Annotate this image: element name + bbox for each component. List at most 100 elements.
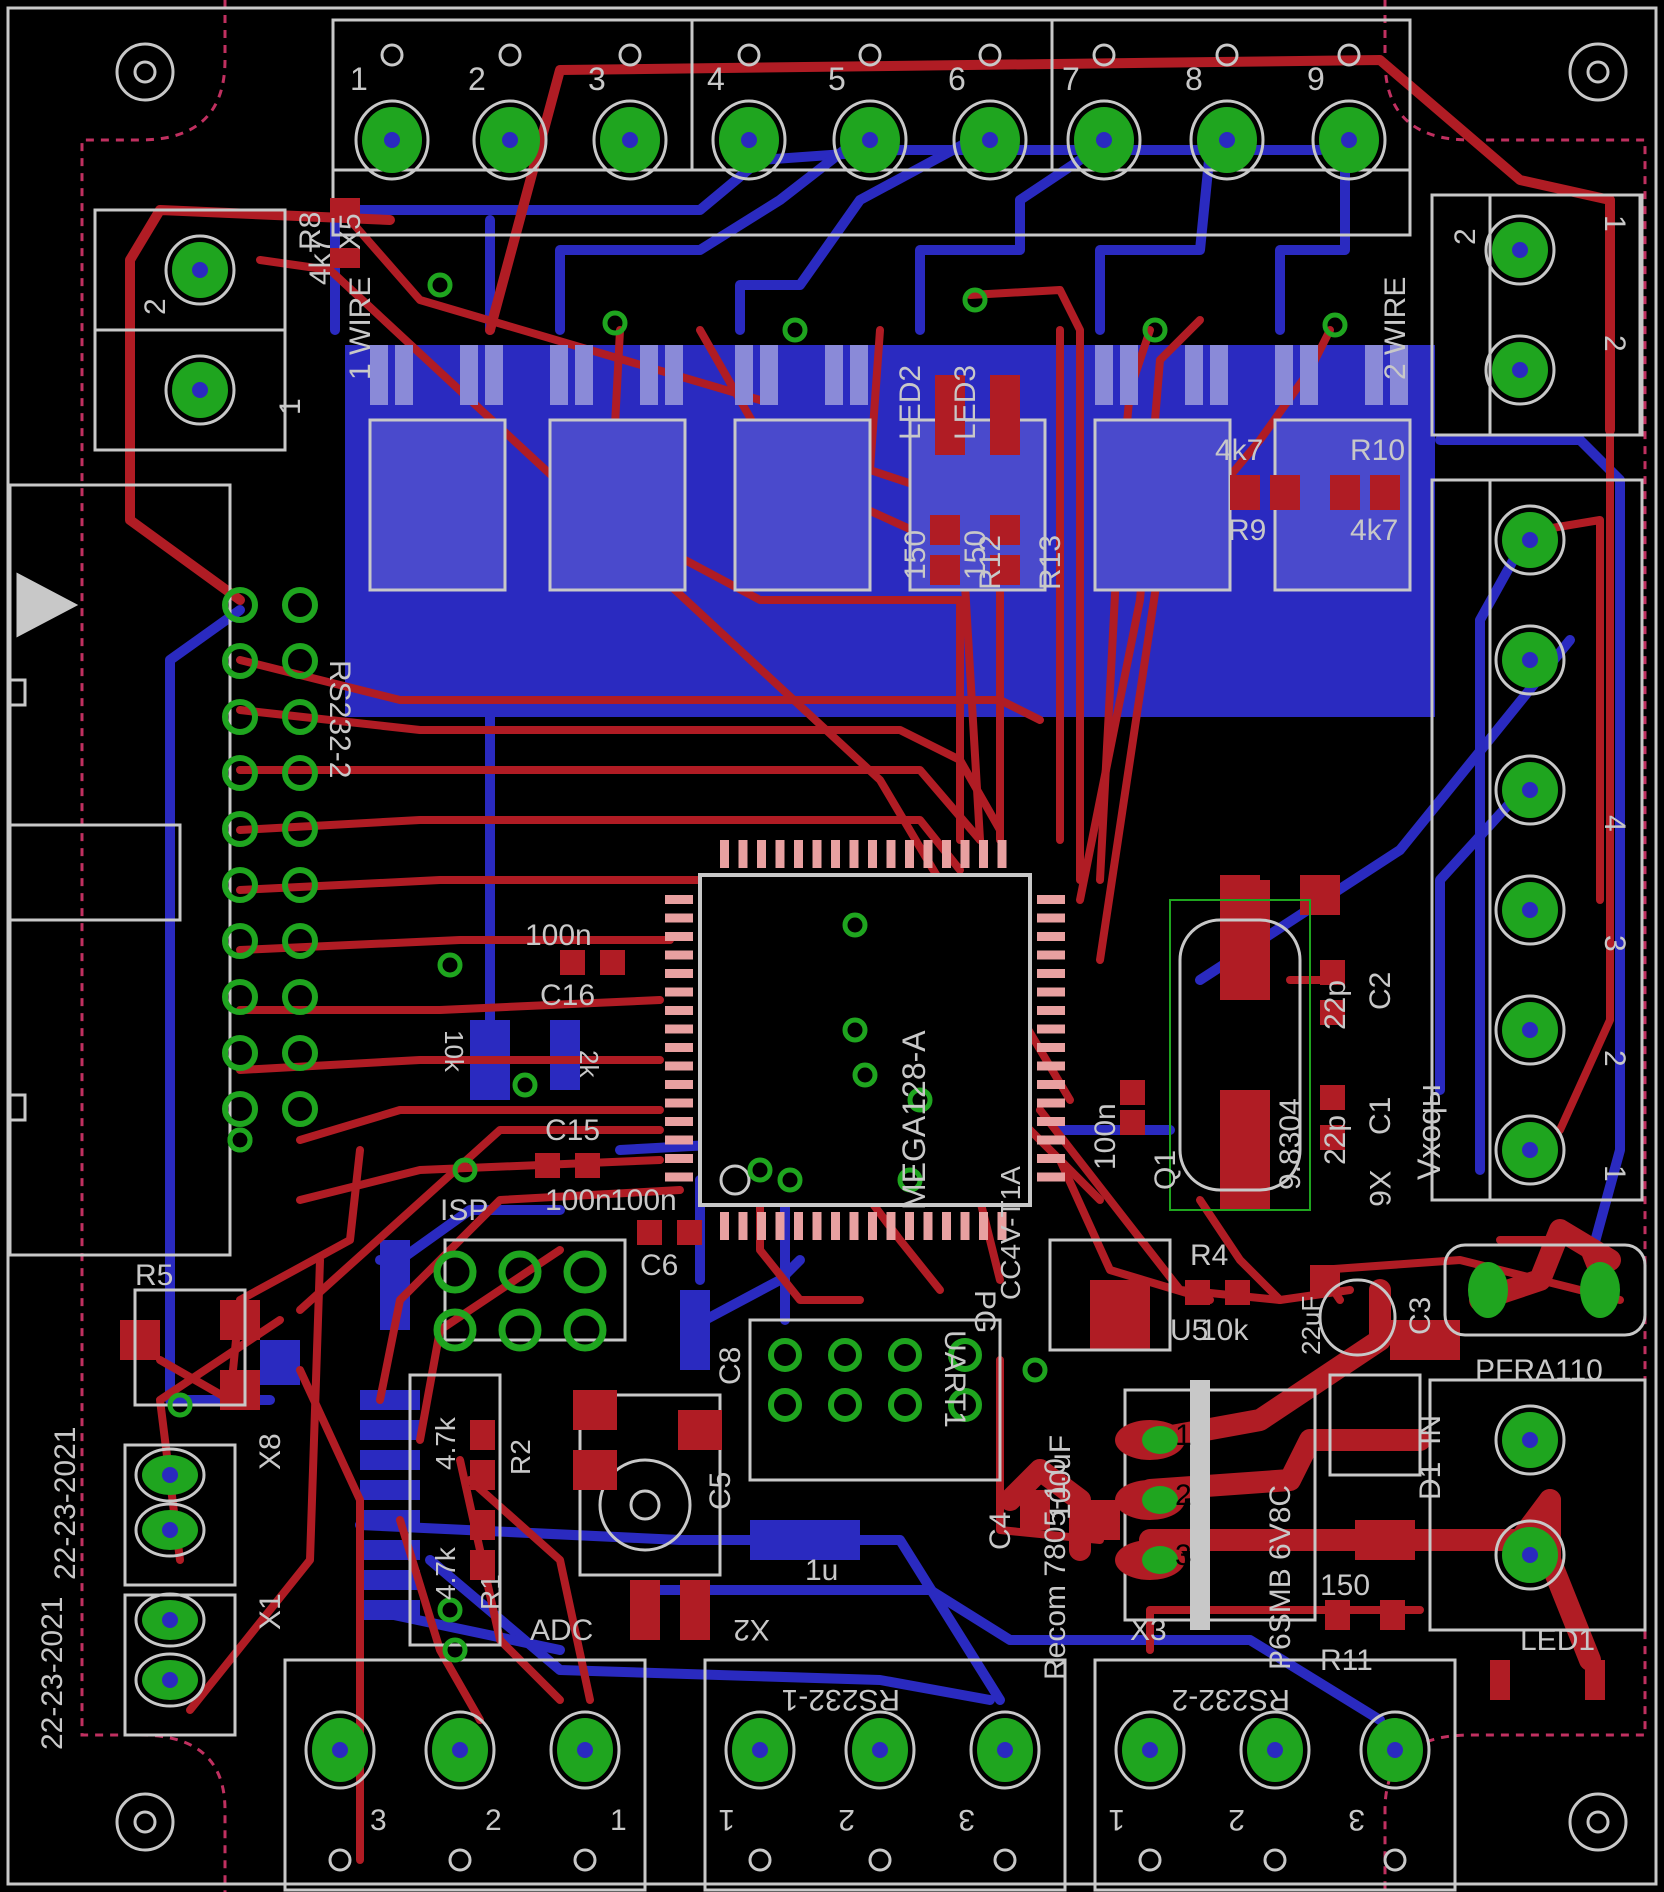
label-d1-val: P6SMB 6V8C bbox=[1264, 1485, 1297, 1670]
label-10k: 10k bbox=[439, 1030, 469, 1073]
bottom-smd-pads bbox=[260, 1020, 860, 1620]
label-led3: LED3 bbox=[949, 365, 982, 440]
top-connector-number: 7 bbox=[1062, 61, 1080, 97]
label-mcu: MEGA128-A bbox=[896, 1030, 932, 1210]
board-edge bbox=[6, 6, 1658, 1886]
label-x2: X2 bbox=[733, 1613, 770, 1646]
label-right-2b: 2 bbox=[1598, 335, 1631, 352]
label-in-pin-2: 2 bbox=[1598, 1050, 1631, 1067]
label-r8-val: 4k7 bbox=[304, 237, 337, 285]
label-date-a: 22-23-2021 bbox=[36, 1597, 69, 1750]
label-c6-val: 100n bbox=[610, 1184, 677, 1217]
bottom-copper-pour bbox=[345, 345, 1435, 717]
label-c16: C16 bbox=[540, 979, 595, 1012]
label-in-pin-1: 1 bbox=[1598, 1165, 1631, 1182]
mounting-holes bbox=[115, 42, 1628, 1852]
label-in: IN bbox=[1414, 1415, 1447, 1445]
label-date-b: 22-23-2021 bbox=[49, 1427, 82, 1580]
label-c4: C4 bbox=[984, 1512, 1017, 1550]
label-c8: C8 bbox=[714, 1347, 747, 1385]
label-isp: ISP bbox=[440, 1194, 488, 1227]
label-xtal: 9.8304 bbox=[1274, 1098, 1307, 1190]
label-150b: 150 bbox=[959, 530, 992, 580]
label-recom: Recom 7805-1.0 bbox=[1039, 1458, 1072, 1680]
label-inputs: Vxoqы bbox=[1411, 1084, 1447, 1180]
board-outline bbox=[80, 0, 1647, 1892]
label-pg: PG bbox=[968, 1290, 1001, 1333]
label-c-v: 100n bbox=[1089, 1103, 1122, 1170]
label-rs232-2-conn: RS232-2 bbox=[323, 660, 356, 778]
relay-pins bbox=[370, 345, 1408, 405]
label-x7-2: 2 bbox=[1175, 1479, 1192, 1512]
label-br-2: 2 bbox=[1228, 1803, 1245, 1836]
label-x7-3: 3 bbox=[1175, 1539, 1192, 1572]
label-r4-val: 10k bbox=[1200, 1314, 1249, 1347]
label-r9: R9 bbox=[1228, 514, 1266, 547]
label-d1: D1 bbox=[1414, 1462, 1447, 1500]
top-connector-number: 5 bbox=[828, 61, 846, 97]
label-rs-reg: CC4V-T1A bbox=[995, 1166, 1026, 1300]
label-c15-val: 100n bbox=[545, 1184, 612, 1217]
label-bl-1: 1 bbox=[610, 1804, 627, 1837]
label-c3-val: 22uF bbox=[1296, 1296, 1326, 1355]
label-r2: R2 bbox=[505, 1439, 536, 1475]
label-x5: X5 bbox=[334, 213, 367, 250]
label-r13: R13 bbox=[1034, 535, 1067, 590]
label-led2: LED2 bbox=[894, 365, 927, 440]
label-uart: UART1 bbox=[938, 1330, 971, 1428]
label-2wire: 2 WIRE bbox=[1379, 277, 1412, 380]
top-connector-number: 3 bbox=[588, 61, 606, 97]
relay-modules bbox=[368, 418, 1412, 592]
label-r11: R11 bbox=[1320, 1644, 1373, 1677]
label-c1-val: 22p bbox=[1319, 1115, 1352, 1165]
label-rs232-2: RS232-2 bbox=[1172, 1683, 1290, 1716]
label-bl-3: 3 bbox=[370, 1804, 387, 1837]
top-connector-number: 4 bbox=[707, 61, 725, 97]
label-2k: 2k bbox=[574, 1050, 604, 1078]
label-x1: X1 bbox=[254, 1593, 287, 1630]
label-bm-1: 1 bbox=[718, 1803, 735, 1836]
label-r12: R12 bbox=[974, 535, 1007, 590]
top-connector-number: 9 bbox=[1307, 61, 1325, 97]
label-1wire: 1 WIRE bbox=[344, 277, 377, 380]
label-c2: C2 bbox=[1364, 972, 1397, 1010]
label-pfra: PFRA110 bbox=[1475, 1354, 1603, 1387]
label-right-2a: 2 bbox=[1449, 228, 1482, 245]
label-x7-1: 1 bbox=[1175, 1419, 1192, 1452]
label-in-pin-4: 4 bbox=[1598, 815, 1631, 832]
label-150a: 150 bbox=[899, 530, 932, 580]
label-br-3: 3 bbox=[1348, 1803, 1365, 1836]
label-bl-2: 2 bbox=[485, 1804, 502, 1837]
label-r10-val: 4k7 bbox=[1350, 514, 1398, 547]
label-r8: R8 bbox=[294, 212, 327, 250]
vias bbox=[167, 272, 1348, 1663]
label-u5: U5 bbox=[1170, 1314, 1208, 1347]
label-adc: ADC bbox=[530, 1614, 593, 1647]
label-c5-val: 1u bbox=[805, 1554, 838, 1587]
label-x8: X8 bbox=[254, 1433, 287, 1470]
through-hole-pads bbox=[134, 43, 1620, 1872]
top-connector-number: 1 bbox=[350, 61, 368, 97]
top-connector-number: 2 bbox=[468, 61, 486, 97]
label-c4-val: 100uF bbox=[1044, 1435, 1077, 1520]
top-connector-number: 6 bbox=[948, 61, 966, 97]
label-r1: R1 bbox=[475, 1574, 506, 1610]
labels: X5 1 WIRE 2 WIRE R8 4k7 2 1 2 1 2 LED2 L… bbox=[36, 61, 1631, 1837]
top-connector-number: 8 bbox=[1185, 61, 1203, 97]
label-bm-2: 2 bbox=[838, 1803, 855, 1836]
label-q1: Q1 bbox=[1149, 1150, 1182, 1190]
label-r9-val: 4k7 bbox=[1215, 434, 1263, 467]
mcu-chip bbox=[665, 840, 1065, 1240]
label-c1: C1 bbox=[1364, 1097, 1397, 1135]
label-r4: R4 bbox=[1190, 1239, 1228, 1272]
label-r5: R5 bbox=[135, 1259, 173, 1292]
label-r2-val: 4.7k bbox=[430, 1416, 461, 1470]
label-right-1a: 1 bbox=[1598, 215, 1631, 232]
label-x6: X6 bbox=[1363, 1170, 1396, 1207]
label-in-pin-3: 3 bbox=[1598, 935, 1631, 952]
label-r1-val: 4.7k bbox=[430, 1546, 461, 1600]
label-r11-val: 150 bbox=[1320, 1569, 1370, 1602]
label-c3: C3 bbox=[1404, 1297, 1437, 1335]
label-c2-val: 22p bbox=[1319, 980, 1352, 1030]
label-left-term-2: 2 bbox=[139, 298, 172, 315]
